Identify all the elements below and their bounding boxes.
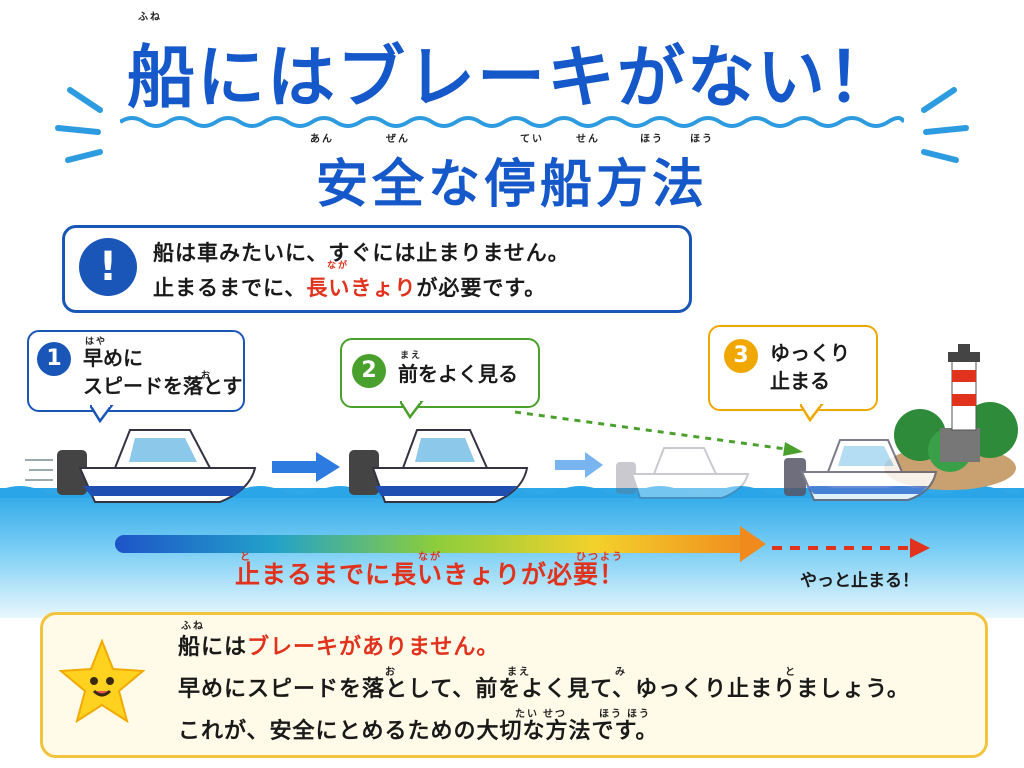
summary-ruby-2a: お [385, 667, 397, 678]
boat-2-icon [349, 429, 529, 503]
subtitle-ruby-1: あん [310, 134, 334, 145]
step-1-ruby-2: お [201, 371, 213, 381]
summary-ruby-3d: ほう [627, 709, 651, 720]
warning-highlight: 長いきょり [306, 276, 417, 300]
subtitle-ruby-2: ぜん [386, 134, 410, 145]
warning-line-2-pre: 止まるまでに、 [153, 276, 307, 300]
subtitle-ruby-3: てい [520, 134, 544, 145]
bubble-3-tail [800, 404, 824, 423]
warning-ruby: なが [327, 261, 350, 271]
step-3-bubble: 3 ゆっくり 止まる [708, 325, 878, 411]
subtitle-ruby-4: せん [576, 134, 600, 145]
summary-ruby-2d: と [785, 667, 797, 678]
step-2-bubble: 2 まえ 前をよく見る [340, 338, 540, 408]
summary-ruby-2c: み [615, 667, 627, 678]
warning-line-2-post: が必要です。 [416, 276, 547, 300]
summary-ruby-1: ふね [181, 621, 205, 632]
exclamation-icon: ! [79, 238, 137, 296]
summary-ruby-3a: たい [515, 709, 539, 720]
bubble-2-tail [400, 401, 424, 420]
step-3-line-2: 止まる [770, 369, 830, 393]
distance-label: 止まるまでに長いきょりが必要！ [234, 560, 625, 589]
subtitle-ruby-6: ほう [690, 134, 714, 145]
step-1-text: 早めに スピードを落とす [83, 344, 242, 400]
step-3-number: 3 [724, 339, 758, 373]
step-1-ruby: はや [85, 337, 108, 347]
summary-highlight: ブレーキがありません。 [247, 635, 500, 660]
splash-right-icon [921, 87, 969, 163]
step-1-line-2: スピードを落とす [83, 374, 243, 398]
summary-text: 船にはブレーキがありません。 早めにスピードを落として、前をよく見て、ゆっくり止… [178, 627, 910, 753]
distance-ruby-right: ひつよう [576, 552, 624, 563]
step-2-text: 前をよく見る [398, 362, 518, 386]
sea-background [0, 488, 1024, 618]
boat-ghost-icon [616, 447, 750, 499]
step-1-bubble: 1 はや 早めに スピードを落とす お [27, 330, 245, 412]
step-3-text: ゆっくり 止まる [770, 339, 850, 395]
distance-ruby-mid: なが [418, 552, 442, 563]
step-2-ruby: まえ [400, 351, 423, 361]
subtitle-ruby-5: ほう [640, 134, 664, 145]
summary-box: ふね 船にはブレーキがありません。 早めにスピードを落として、前をよく見て、ゆっ… [40, 612, 988, 758]
stop-label: やっと止まる！ [800, 571, 919, 591]
warning-line-2: 止まるまでに、長いきょりが必要です。 [153, 271, 570, 306]
dashed-green-arrow [515, 410, 803, 456]
page-subtitle: 安全な停船方法 [315, 155, 708, 215]
step-1-line-1: 早めに [83, 346, 143, 370]
gradient-arrow-head [740, 526, 766, 562]
splash-left-icon [55, 87, 103, 163]
smiling-star-icon [59, 639, 145, 723]
arrow-right-icon [272, 452, 340, 482]
arrow-right-light-icon [555, 452, 603, 478]
summary-line-2: 早めにスピードを落として、前をよく見て、ゆっくり止まりましょう。 [178, 677, 910, 702]
dashed-red-arrow [772, 538, 930, 558]
boat-3-icon [784, 439, 938, 501]
warning-text: 船は車みたいに、すぐには止まりません。 止まるまでに、長いきょりが必要です。 [153, 236, 570, 306]
distance-gradient-bar [115, 535, 755, 553]
wave-divider [120, 116, 904, 128]
distance-ruby-left: と [240, 552, 252, 563]
step-2-number: 2 [352, 354, 386, 388]
summary-line-3: これが、安全にとめるための大切な方法です。 [178, 719, 659, 744]
page-title: 船にはブレーキがない！ [126, 39, 897, 118]
boat-1-icon [25, 429, 257, 503]
summary-line-1-pre: 船には [178, 635, 248, 660]
warning-box: ! 船は車みたいに、すぐには止まりません。 止まるまでに、長いきょりが必要です。… [62, 225, 692, 313]
step-3-line-1: ゆっくり [770, 341, 850, 365]
warning-line-1: 船は車みたいに、すぐには止まりません。 [153, 241, 570, 265]
summary-ruby-3b: せつ [543, 709, 567, 720]
bubble-1-tail [90, 405, 114, 424]
step-1-number: 1 [37, 342, 71, 376]
summary-ruby-2b: まえ [507, 667, 531, 678]
summary-ruby-3c: ほう [599, 709, 623, 720]
title-ruby: ふね [138, 12, 162, 23]
summary-line-1: 船にはブレーキがありません。 [178, 627, 910, 669]
